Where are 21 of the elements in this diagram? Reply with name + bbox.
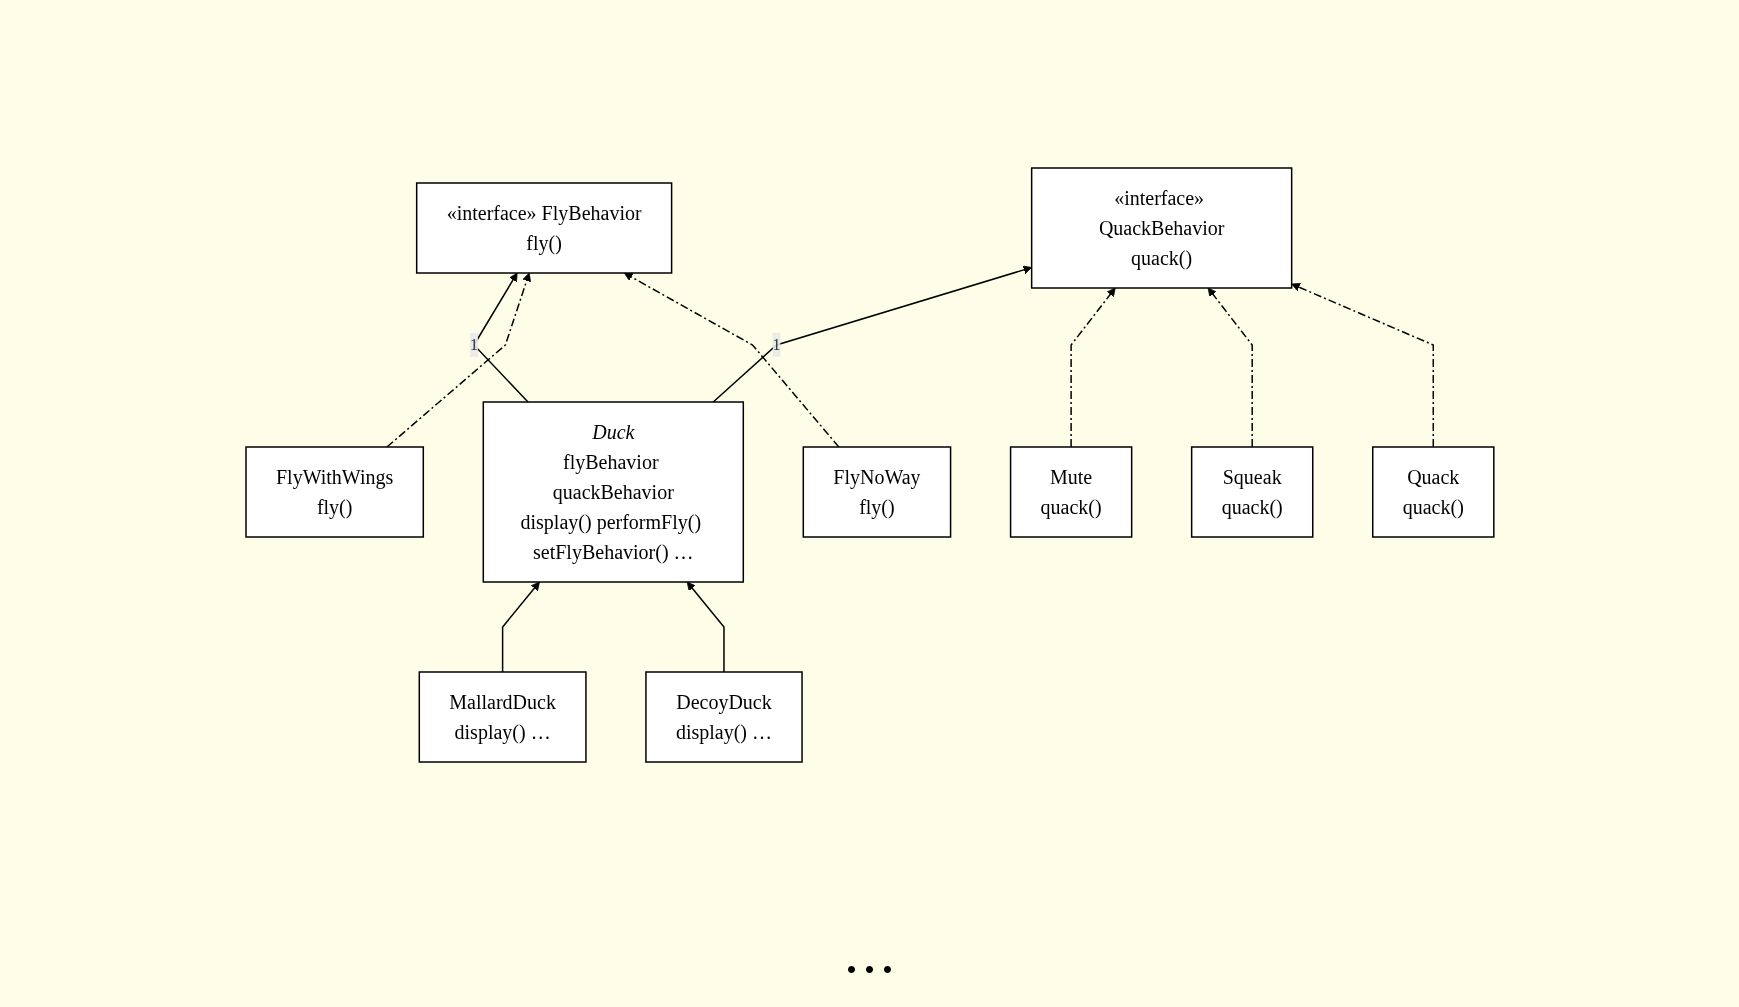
- node-box: Duck flyBehavior quackBehavior display() performFly() setFlyBehavior() …: [482, 401, 744, 583]
- node-box: «interface» FlyBehavior fly(): [415, 182, 672, 274]
- node-box: MallardDuck display() …: [418, 671, 587, 763]
- node-box: FlyWithWings fly(): [244, 446, 424, 538]
- node-box: Mute quack(): [1009, 446, 1132, 538]
- arrow: [1207, 287, 1253, 448]
- arrow: [686, 581, 725, 673]
- edge-label: 1: [772, 336, 781, 353]
- node-box: FlyNoWay fly(): [802, 446, 951, 538]
- node-box: Quack quack(): [1371, 446, 1495, 538]
- arrow: [623, 272, 840, 448]
- arrow: [1290, 283, 1434, 448]
- ellipsis-label: • • •: [846, 953, 893, 986]
- arrow: [712, 265, 1032, 403]
- node-box: Squeak quack(): [1190, 446, 1314, 538]
- arrow: [385, 272, 531, 448]
- arrow: [501, 581, 540, 673]
- arrow: [1069, 287, 1116, 448]
- node-box: «interface» QuackBehavior quack(): [1030, 167, 1292, 289]
- edge-label: 1: [469, 336, 478, 353]
- node-box: DecoyDuck display() …: [644, 671, 803, 763]
